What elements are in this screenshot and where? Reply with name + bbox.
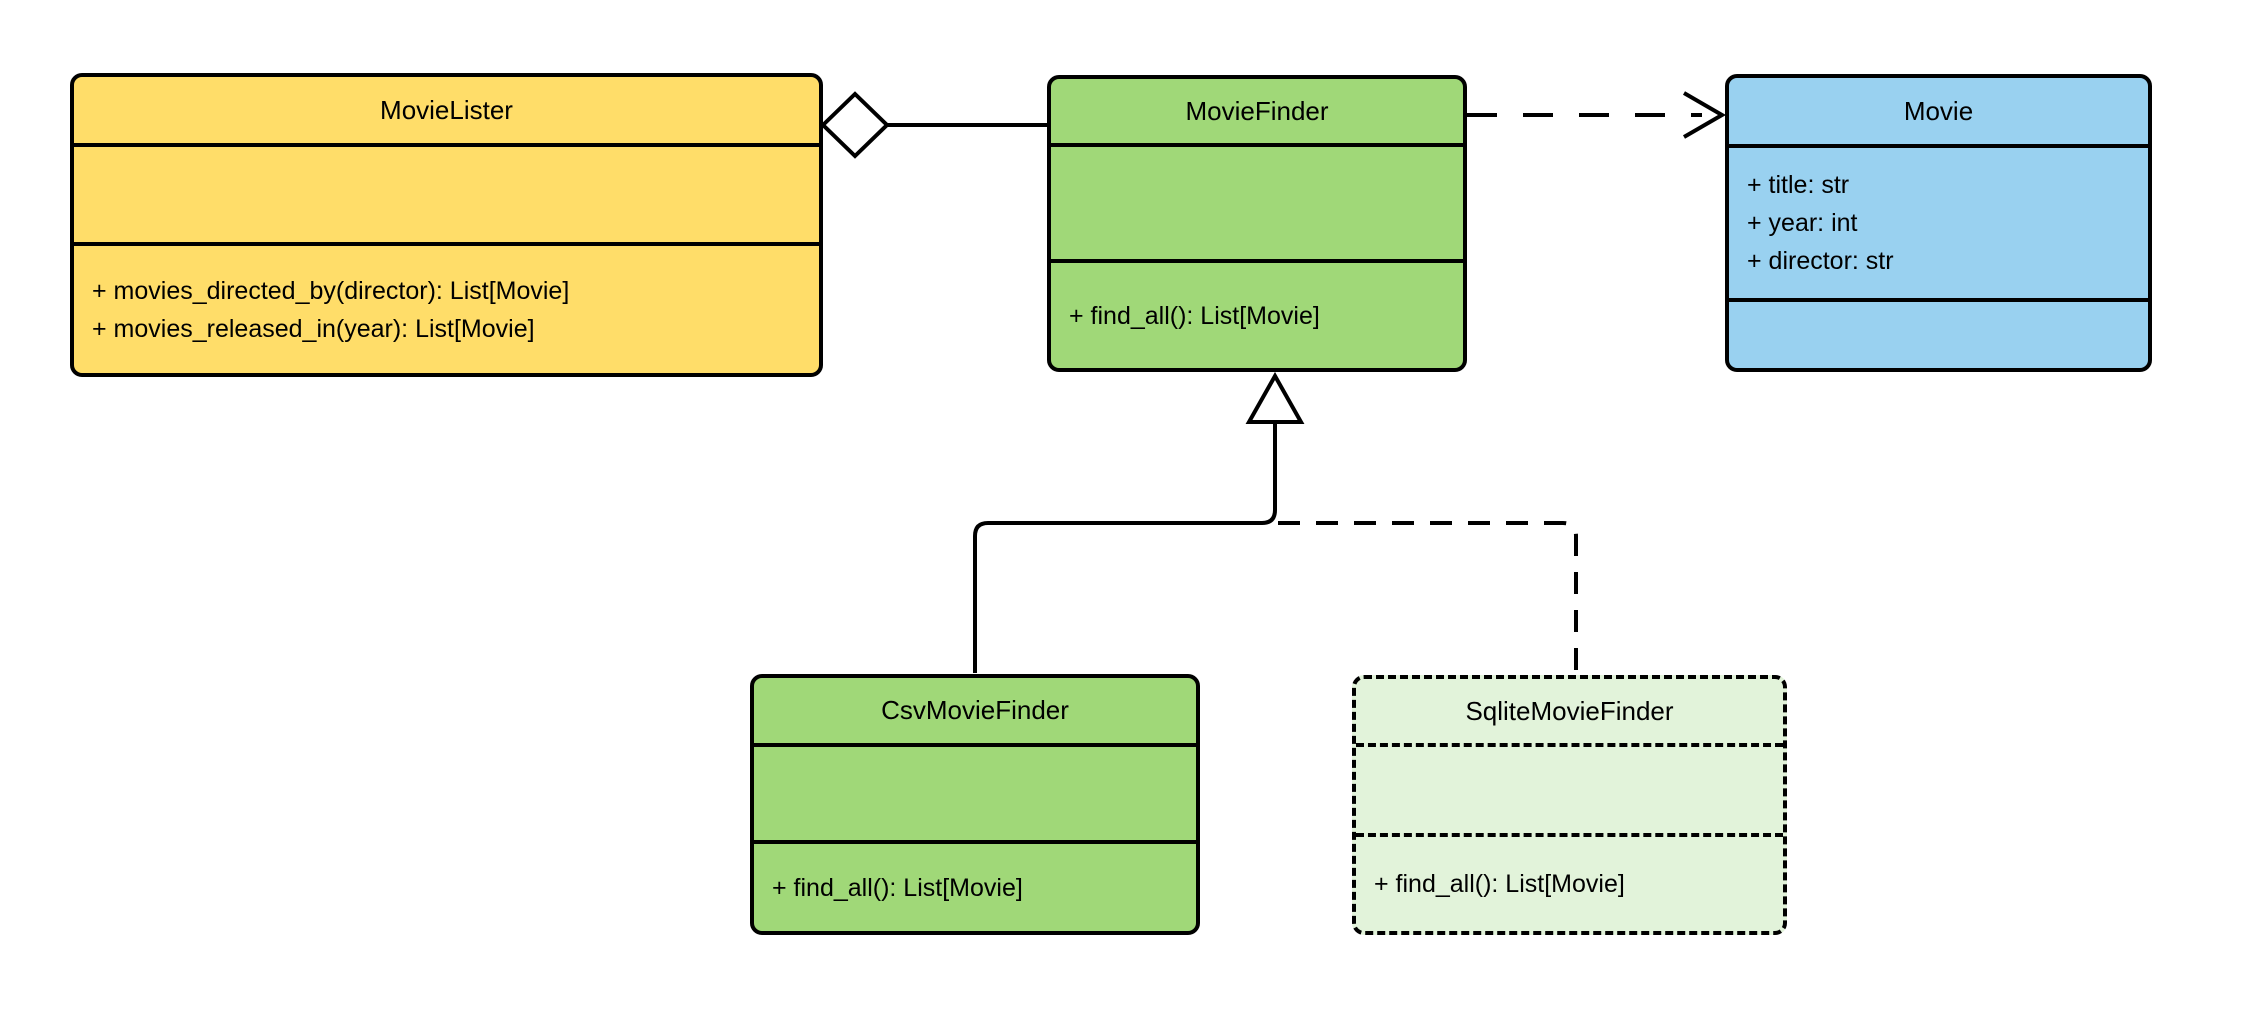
attributes-compartment-movielister xyxy=(74,143,819,242)
class-movie: Movie + title: str + year: int + directo… xyxy=(1725,74,2152,372)
attribute-item: + year: int xyxy=(1747,209,1858,237)
hollow-diamond-marker xyxy=(820,91,890,159)
attributes-compartment-csvmoviefinder xyxy=(754,743,1196,840)
methods-compartment-movie xyxy=(1729,298,2148,368)
class-csvmoviefinder: CsvMovieFinder + find_all(): List[Movie] xyxy=(750,674,1200,935)
generalization-connector-sqlitemoviefinder-moviefinder xyxy=(1278,521,1578,674)
class-title-moviefinder: MovieFinder xyxy=(1185,95,1329,126)
methods-compartment-moviefinder: + find_all(): List[Movie] xyxy=(1051,259,1463,368)
class-title-sqlitemoviefinder: SqliteMovieFinder xyxy=(1465,695,1674,726)
attribute-item: + title: str xyxy=(1747,171,1850,199)
open-arrow-marker xyxy=(1682,91,1726,139)
attributes-compartment-sqlitemoviefinder xyxy=(1356,743,1783,833)
attributes-compartment-moviefinder xyxy=(1051,143,1463,259)
attribute-item: + director: str xyxy=(1747,247,1894,275)
class-title-movielister: MovieLister xyxy=(380,94,513,125)
method-item: + find_all(): List[Movie] xyxy=(1374,870,1625,898)
class-sqlitemoviefinder: SqliteMovieFinder + find_all(): List[Mov… xyxy=(1352,675,1787,935)
method-item: + movies_directed_by(director): List[Mov… xyxy=(92,276,570,305)
method-item: + find_all(): List[Movie] xyxy=(772,873,1023,902)
methods-compartment-movielister: + movies_directed_by(director): List[Mov… xyxy=(74,242,819,373)
dependency-connector-moviefinder-movie xyxy=(1467,91,1726,139)
class-title-csvmoviefinder: CsvMovieFinder xyxy=(881,695,1069,725)
class-movielister: MovieLister + movies_directed_by(directo… xyxy=(70,73,823,377)
method-item: + find_all(): List[Movie] xyxy=(1069,301,1320,330)
methods-compartment-csvmoviefinder: + find_all(): List[Movie] xyxy=(754,840,1196,931)
attributes-compartment-movie: + title: str + year: int + director: str xyxy=(1729,144,2148,298)
aggregation-connector-movielister-moviefinder xyxy=(820,91,1047,159)
hollow-triangle-marker xyxy=(1245,371,1305,424)
class-moviefinder: MovieFinder + find_all(): List[Movie] xyxy=(1047,75,1467,372)
methods-compartment-sqlitemoviefinder: + find_all(): List[Movie] xyxy=(1356,833,1783,931)
class-title-movie: Movie xyxy=(1903,95,1974,126)
method-item: + movies_released_in(year): List[Movie] xyxy=(92,314,535,343)
generalization-connector-csvmoviefinder-moviefinder xyxy=(973,371,1305,673)
